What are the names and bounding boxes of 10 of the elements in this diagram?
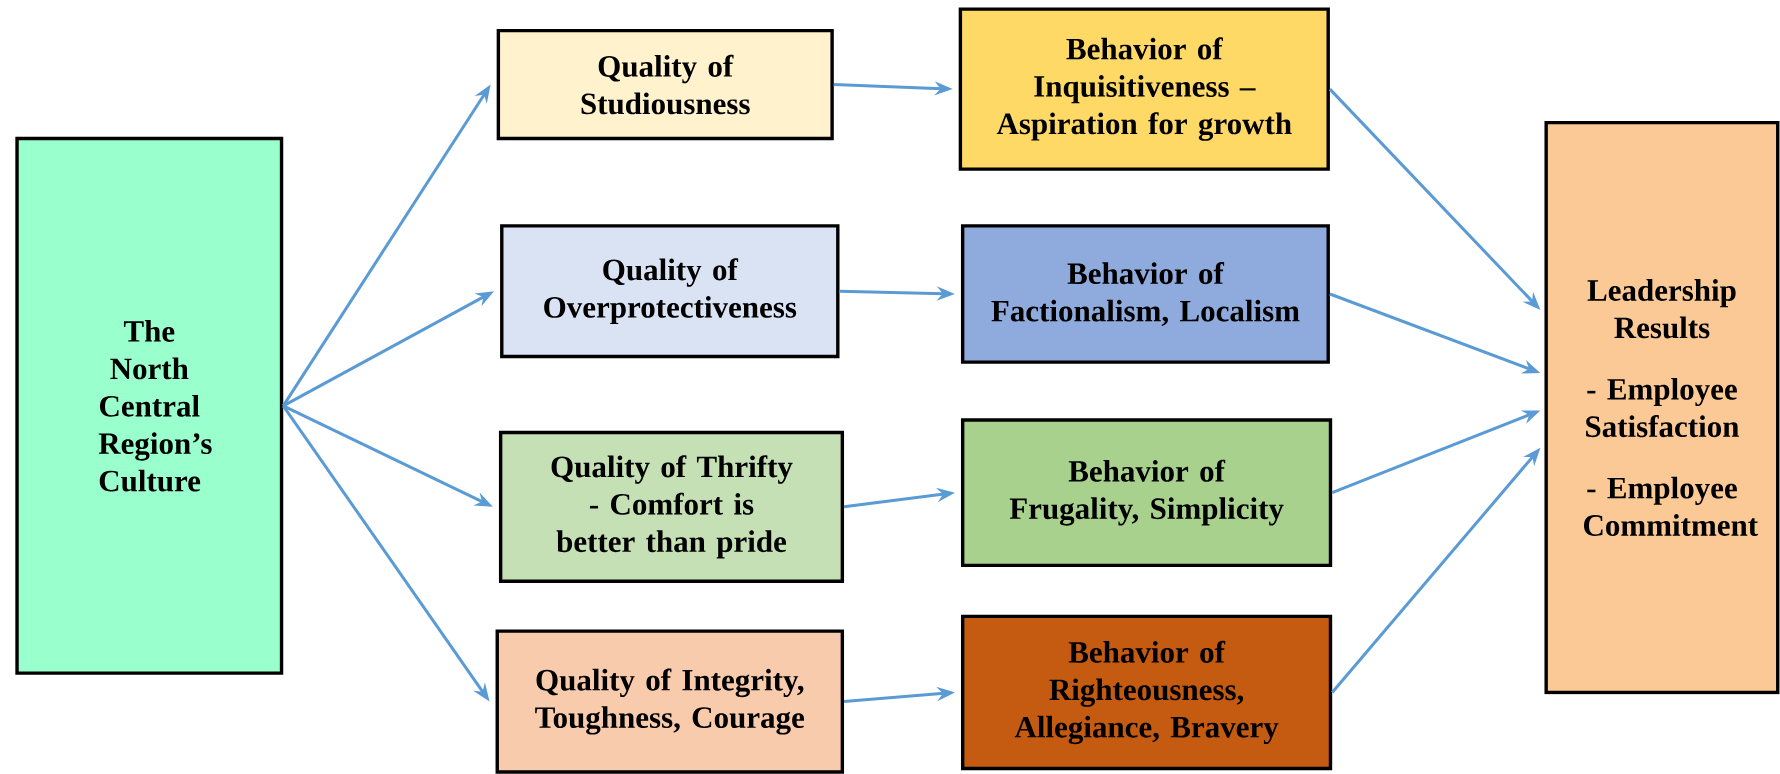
results-box: Leadership Results - Employee Satisfaction - Employee Commitment [1544,120,1780,695]
behavior-box: Behavior of Frugality, Simplicity [960,418,1333,567]
quality-box: Quality of Studiousness [496,28,834,141]
quality-box: Quality of Thrifty - Comfort is better than pride [498,430,845,583]
quality-box: Quality of Overprotectiveness [500,224,840,359]
behavior-box: Behavior of Inquisitiveness – Aspiration for growth [958,7,1330,171]
quality-box: Quality of Integrity, Toughness, Courage [495,629,845,774]
culture-box: The North Central Region’s Culture [15,136,284,675]
behavior-box: Behavior of Righteousness, Allegiance, Bravery [960,614,1333,771]
behavior-box: Behavior of Factionalism, Localism [960,224,1330,364]
